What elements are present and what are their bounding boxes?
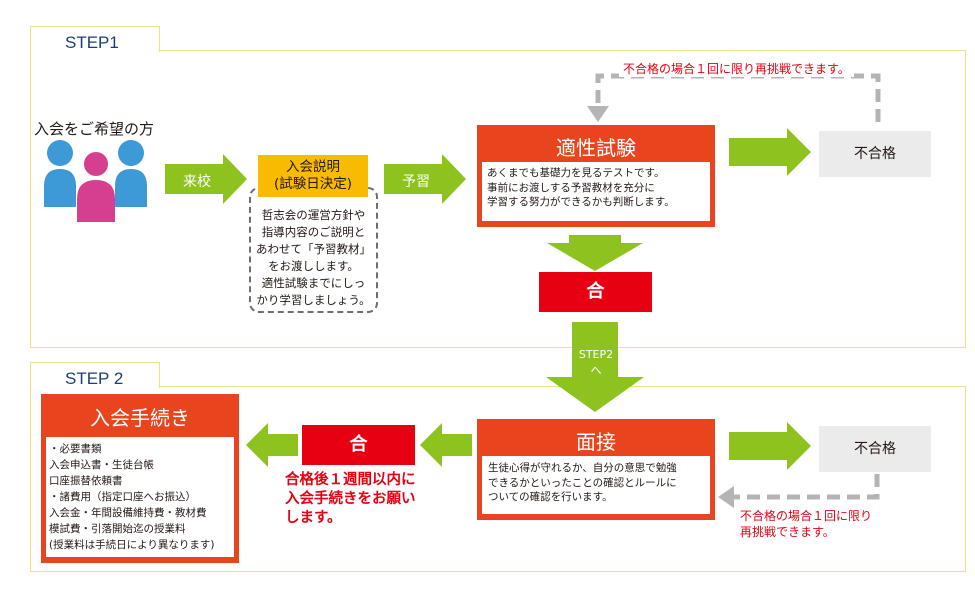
pass-note-line: 合格後１週間以内に: [285, 472, 416, 488]
pass-label-2: 合 格: [338, 434, 390, 495]
arrow-prep: [384, 154, 466, 204]
step2-arrow-line2: へ: [590, 364, 602, 377]
briefing-note-line: 哲志会の運営方針や: [261, 208, 366, 222]
procedure-item: ・必要書類: [49, 443, 102, 455]
step1-frame: [30, 50, 966, 348]
pass-note: 合格後１週間以内に 入会手続きをお願い します。: [285, 471, 435, 528]
aptitude-desc-line: 事前にお渡しする予習教材を充分に: [487, 181, 655, 194]
fail-label-1: 不合格: [854, 146, 896, 162]
procedure-item: ・諸費用（指定口座へお振込）: [49, 491, 196, 503]
procedure-item: 入会申込書・生徒台帳: [49, 459, 154, 471]
procedure-item: (授業料は手続日により異なります): [49, 539, 215, 551]
interview-title: 面接: [576, 430, 616, 454]
people-group-icon: [40, 138, 152, 226]
retry-note-line: 不合格の場合１回に限り: [740, 509, 873, 523]
step2-frame: [30, 386, 966, 572]
step2-arrow-label: STEP2 へ: [566, 347, 626, 379]
procedure-item: 入会金・年間設備維持費・教材費: [49, 507, 207, 519]
arrow-visit-label: 来校: [183, 174, 211, 190]
interview-desc-line: 生徒心得が守れるか、自分の意思で勉強: [488, 462, 677, 474]
procedure-title: 入会手続き: [90, 406, 190, 430]
procedure-list: ・必要書類 入会申込書・生徒台帳 口座振替依頼書 ・諸費用（指定口座へお振込） …: [46, 437, 234, 557]
fail-label-2: 不合格: [854, 441, 896, 457]
briefing-line1: 入会説明: [286, 159, 340, 175]
fail-box-2: 不合格: [819, 426, 931, 472]
aptitude-desc-line: 学習する努力ができるかも判断します。: [487, 196, 675, 208]
step2-arrow-line1: STEP2: [578, 348, 614, 361]
arrow-down-pass: [547, 235, 643, 271]
arrow-to-fail-1: [729, 128, 811, 176]
pass-note-line: します。: [285, 510, 342, 526]
step2-tab-label: STEP 2: [65, 369, 124, 388]
aptitude-desc-line: あくまでも基礎力を見るテストです。: [487, 167, 665, 179]
procedure-item: 口座振替依頼書: [49, 475, 123, 487]
briefing-note: 哲志会の運営方針や 指導内容のご説明と あわせて「予習教材」 をお渡しします。 …: [249, 187, 378, 313]
briefing-box-cover: 入会説明 (試験日決定): [258, 155, 368, 197]
briefing-note-line: をお渡しします。: [268, 259, 359, 273]
retry-note-line: 再挑戦できます。: [740, 525, 835, 539]
briefing-note-line: あわせて「予習教材」: [256, 242, 371, 256]
retry-note-step2: 不合格の場合１回に限り 再挑戦できます。: [740, 508, 872, 540]
applicant-label: 入会をご希望の方: [34, 120, 155, 138]
procedure-item: 模試費・引落開始迄の授業料: [49, 523, 186, 535]
step1-tab: STEP1: [30, 26, 160, 52]
arrow-to-pass-2: [420, 423, 472, 467]
arrow-to-step2: [546, 322, 644, 412]
briefing-note-line: 指導内容のご説明と: [261, 225, 366, 239]
interview-desc-line: ついての確認を行います。: [488, 491, 613, 503]
interview-desc: 生徒心得が守れるか、自分の意思で勉強 できるかといったことの確認とルールに つい…: [482, 456, 710, 514]
arrow-to-fail-2: [729, 422, 811, 470]
step1-tab-label: STEP1: [65, 33, 119, 52]
aptitude-test-desc: あくまでも基礎力を見るテストです。 事前にお渡しする予習教材を充分に 学習する努…: [482, 162, 710, 221]
arrow-visit: [165, 154, 247, 204]
briefing-note-line: 適性試験までにしっ: [261, 276, 366, 290]
arrow-prep-label: 予習: [402, 174, 430, 190]
arrow-to-procedure: [246, 423, 298, 467]
pass-note-line: 入会手続きをお願い: [285, 491, 416, 507]
retry-note-step1: 不合格の場合１回に限り再挑戦できます。: [619, 60, 854, 77]
step2-tab: STEP 2: [30, 362, 160, 388]
briefing-line2: (試験日決定): [273, 176, 353, 192]
pass-box-2: 合 格: [302, 425, 415, 495]
interview-desc-line: できるかといったことの確認とルールに: [488, 476, 677, 489]
pass-box-1: 合 格: [539, 272, 652, 342]
fail-box-1: 不合格: [819, 131, 931, 177]
briefing-note-line: かり学習しましょう。: [256, 293, 371, 307]
retry-loop-line-2: [712, 472, 887, 521]
aptitude-test-title: 適性試験: [556, 136, 636, 160]
